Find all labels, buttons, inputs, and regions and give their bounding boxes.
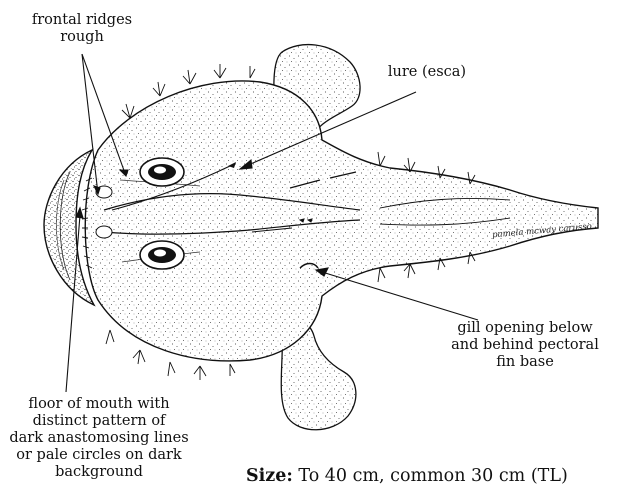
size-caption: Size: To 40 cm, common 30 cm (TL) [246, 466, 568, 486]
upper-eye [140, 158, 184, 186]
label-gill-opening: gill opening below and behind pectoral f… [436, 320, 614, 371]
label-lure: lure (esca) [372, 64, 482, 81]
size-caption-text: To 40 cm, common 30 cm (TL) [293, 466, 568, 486]
lower-eye [140, 241, 184, 269]
label-floor-of-mouth: floor of mouth with distinct pattern of … [0, 396, 198, 481]
size-caption-label: Size: [246, 466, 293, 486]
label-frontal-ridges: frontal ridges rough [8, 12, 156, 46]
spine-knob-lower [96, 226, 112, 238]
